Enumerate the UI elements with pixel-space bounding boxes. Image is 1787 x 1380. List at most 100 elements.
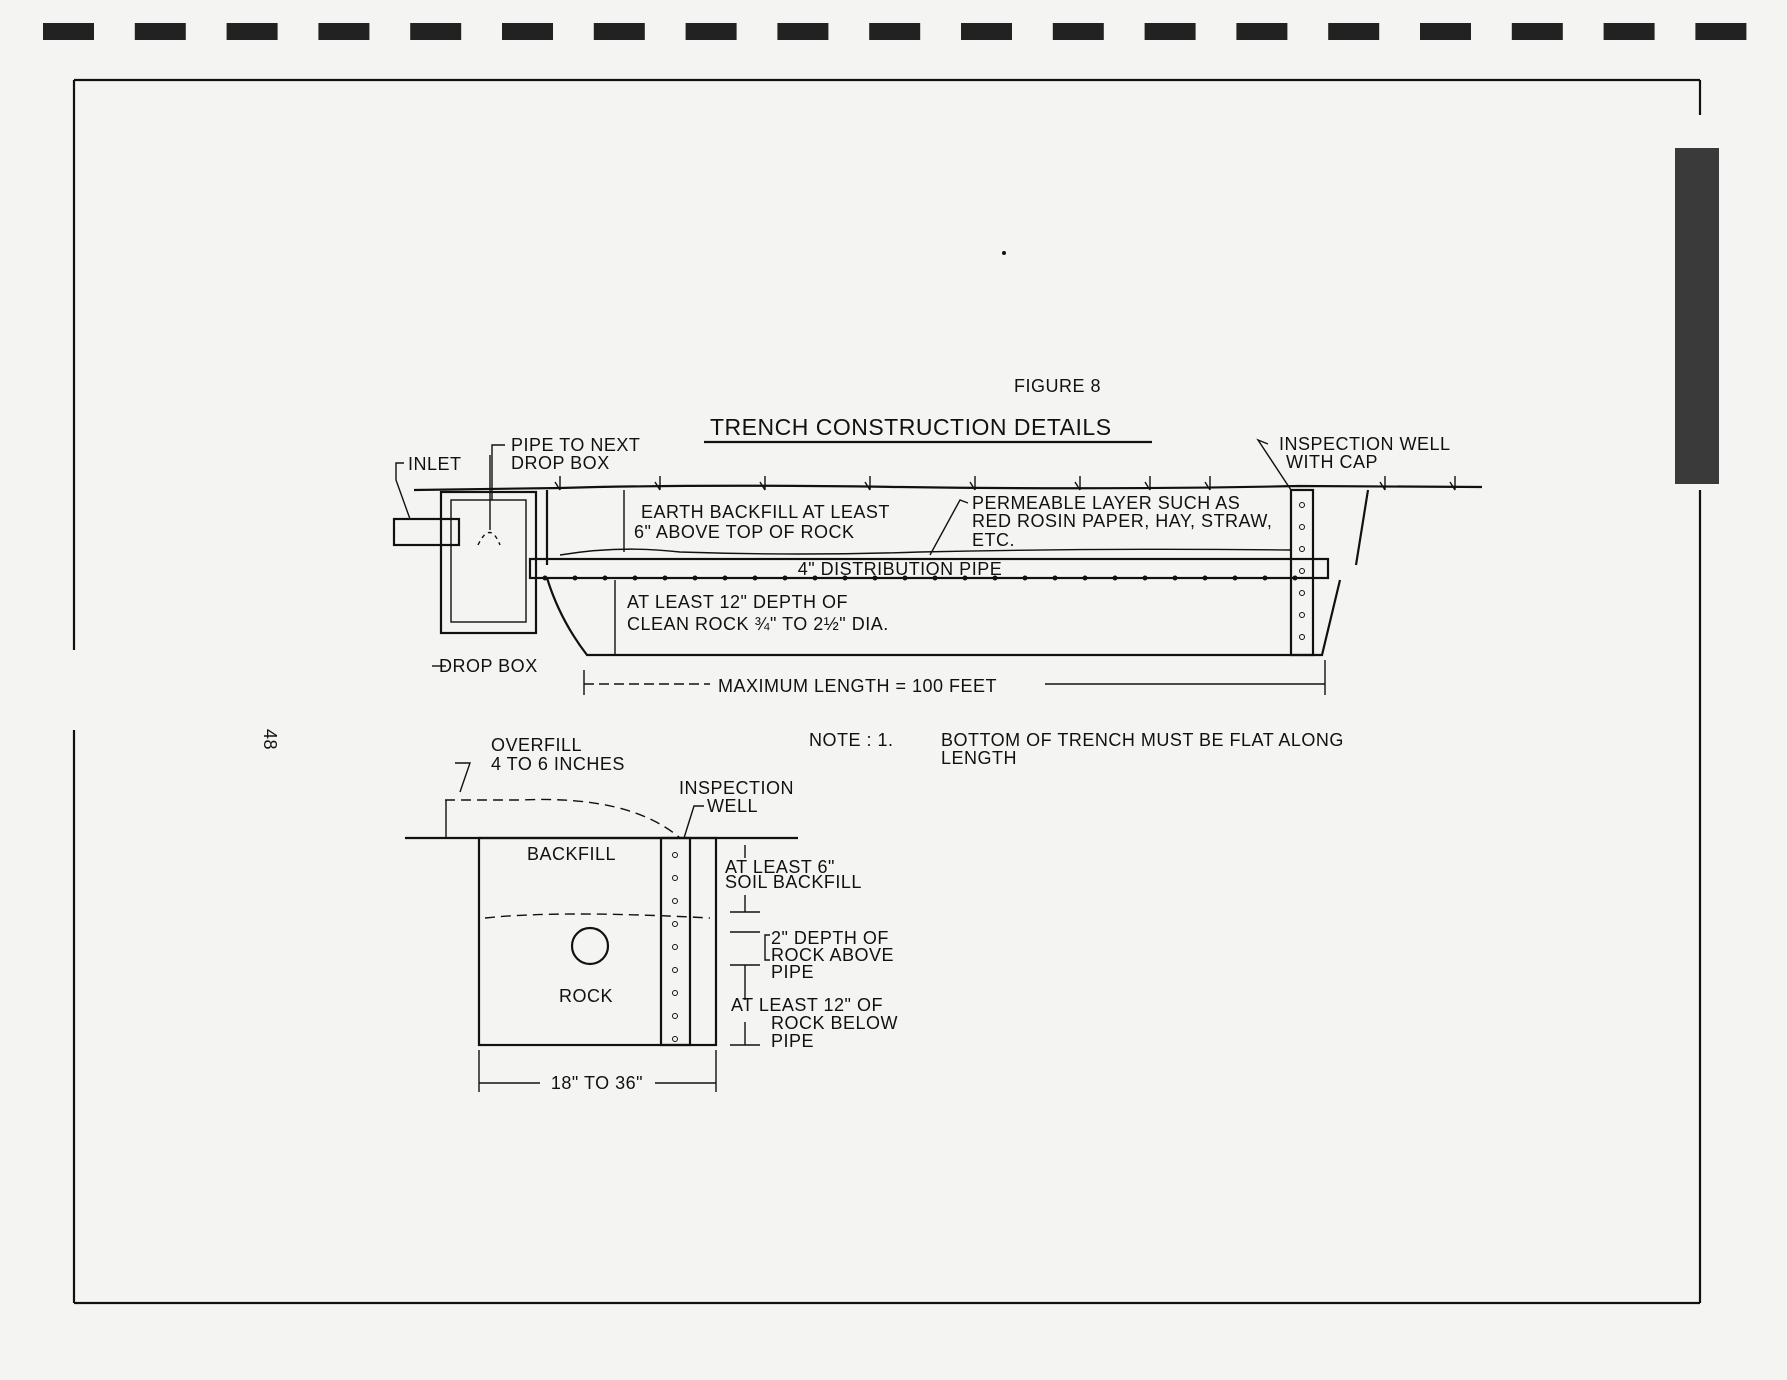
page-number: 48	[260, 729, 280, 750]
drop-box	[439, 490, 538, 635]
perforation-dash	[685, 23, 737, 40]
label-soil-2: SOIL BACKFILL	[725, 872, 862, 892]
profile-view	[392, 438, 1483, 695]
pipe-perforation	[602, 575, 608, 581]
grass-mark	[654, 476, 661, 491]
pipe-perforation	[932, 575, 938, 581]
label-overfill-1: OVERFILL	[491, 735, 582, 755]
well-perforation	[672, 1013, 678, 1019]
perforation-dash	[1420, 23, 1471, 40]
label-inspection-well-1: INSPECTION WELL	[1279, 434, 1451, 454]
label-below-2: ROCK BELOW	[771, 1013, 898, 1033]
pipe-perforation	[662, 575, 668, 581]
cross-section-view	[405, 762, 798, 1092]
pipe-perforation	[1202, 575, 1208, 581]
well-perforation	[672, 990, 678, 996]
label-distribution-pipe: 4" DISTRIBUTION PIPE	[798, 559, 1002, 579]
perforation-dash	[961, 23, 1012, 40]
label-drop-box: DROP BOX	[439, 656, 538, 676]
perforation-dash	[869, 23, 921, 40]
perforation-dash	[777, 23, 829, 40]
label-earth-backfill-2: 6" ABOVE TOP OF ROCK	[634, 522, 854, 542]
perforation-dash	[1511, 23, 1563, 40]
label-permeable-1: PERMEABLE LAYER SUCH AS	[972, 493, 1240, 513]
figure-title: TRENCH CONSTRUCTION DETAILS	[710, 414, 1112, 440]
label-overfill-2: 4 TO 6 INCHES	[491, 754, 625, 774]
well-perforation	[1299, 502, 1305, 508]
pipe-perforation	[1262, 575, 1268, 581]
pipe-perforation	[572, 575, 578, 581]
label-below-1: AT LEAST 12" OF	[731, 995, 883, 1015]
perforation-dash	[1236, 23, 1288, 40]
note-line-1: BOTTOM OF TRENCH MUST BE FLAT ALONG	[941, 730, 1344, 750]
well-perforation	[1299, 568, 1305, 574]
grass-mark	[969, 476, 976, 491]
well-perforation	[672, 944, 678, 950]
pipe-perforation	[1022, 575, 1028, 581]
label-rock-depth-2: CLEAN ROCK ¾" TO 2½" DIA.	[627, 614, 889, 634]
note-prefix: NOTE : 1.	[809, 730, 894, 750]
pipe-perforation	[1172, 575, 1178, 581]
perforation-dash	[318, 23, 370, 40]
label-above-3: PIPE	[771, 962, 814, 982]
label-above-2: ROCK ABOVE	[771, 945, 894, 965]
pipe-perforation	[722, 575, 728, 581]
label-inlet: INLET	[408, 454, 462, 474]
label-inspection-1: INSPECTION	[679, 778, 794, 798]
label-inspection-2: WELL	[707, 796, 758, 816]
figure-number: FIGURE 8	[1014, 376, 1101, 396]
grass-mark	[554, 476, 561, 491]
grass-mark	[1204, 476, 1211, 491]
label-backfill: BACKFILL	[527, 844, 616, 864]
trench-section	[477, 836, 718, 1047]
perforation-dash	[1603, 23, 1655, 40]
pipe-perforation	[902, 575, 908, 581]
well-perforation	[672, 1036, 678, 1042]
label-pipe-to-next-2: DROP BOX	[511, 453, 610, 473]
label-inspection-well-2: WITH CAP	[1286, 452, 1378, 472]
grass-mark	[1449, 476, 1456, 491]
perforation-dash	[134, 23, 186, 40]
pipe-perforation	[1052, 575, 1058, 581]
label-permeable-3: ETC.	[972, 530, 1015, 550]
grass-mark	[864, 476, 871, 491]
label-below-3: PIPE	[771, 1031, 814, 1051]
grass-mark	[1074, 476, 1081, 491]
label-rock: ROCK	[559, 986, 613, 1006]
well-perforation	[1299, 612, 1305, 618]
pipe-section	[570, 926, 610, 966]
grass-mark	[759, 476, 766, 491]
label-pipe-to-next-1: PIPE TO NEXT	[511, 435, 640, 455]
pipe-perforation	[782, 575, 788, 581]
well-perforation	[672, 875, 678, 881]
pipe-perforation	[1292, 575, 1298, 581]
well-perforation	[672, 852, 678, 858]
perforation-dash	[226, 23, 278, 40]
pipe-perforation	[1112, 575, 1118, 581]
grass-marks	[554, 476, 1456, 491]
perforation-dash	[502, 23, 553, 40]
label-rock-depth-1: AT LEAST 12" DEPTH OF	[627, 592, 848, 612]
note-line-2: LENGTH	[941, 748, 1017, 768]
distribution-pipe	[528, 557, 1330, 580]
label-above-1: 2" DEPTH OF	[771, 928, 889, 948]
perforation-dash	[1144, 23, 1196, 40]
label-earth-backfill-1: EARTH BACKFILL AT LEAST	[641, 502, 890, 522]
pipe-perforation	[752, 575, 758, 581]
label-soil-1: AT LEAST 6"	[725, 857, 835, 877]
perforation-marks	[43, 23, 1747, 40]
pipe-perforation	[1142, 575, 1148, 581]
inspection-well-section	[659, 836, 692, 1047]
pipe-perforation	[812, 575, 818, 581]
label-permeable-2: RED ROSIN PAPER, HAY, STRAW,	[972, 511, 1272, 531]
pipe-perforation	[692, 575, 698, 581]
perforation-dash	[410, 23, 462, 40]
perforation-dash	[1052, 23, 1104, 40]
inspection-well	[1289, 488, 1315, 657]
well-perforation	[1299, 546, 1305, 552]
perforation-dash	[1328, 23, 1380, 40]
ground-line	[413, 484, 1483, 492]
overfill-mound	[445, 798, 681, 839]
pipe-perforation	[632, 575, 638, 581]
